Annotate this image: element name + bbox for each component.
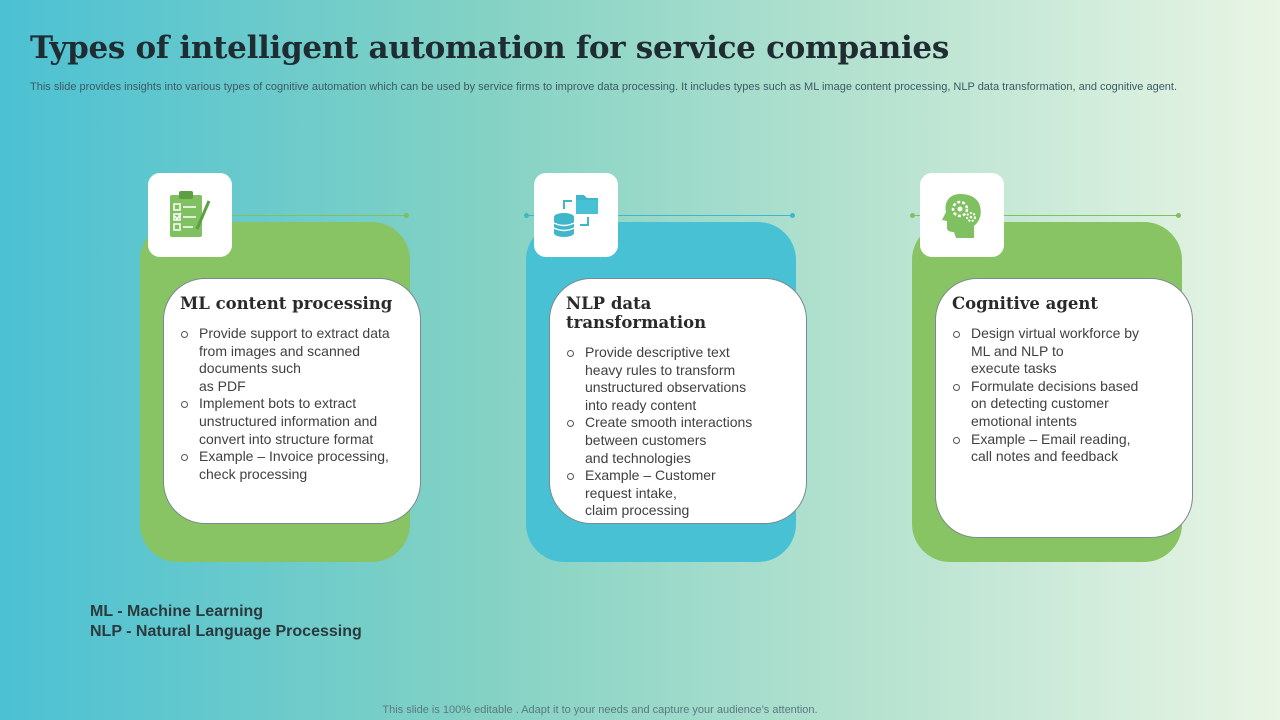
card-points: Design virtual workforce by ML and NLP t…: [952, 325, 1176, 466]
card-panel: ML content processing Provide support to…: [163, 278, 421, 524]
icon-box: [920, 173, 1004, 257]
card-panel: Cognitive agent Design virtual workforce…: [935, 278, 1193, 538]
list-item: Example – Customer request intake, claim…: [566, 467, 790, 520]
database-folder-transfer-icon: [553, 195, 598, 237]
list-item: Example – Email reading, call notes and …: [952, 431, 1176, 466]
connector-line: [232, 215, 407, 216]
head-gear-brain-icon: [942, 194, 981, 238]
connector-dot: [790, 213, 795, 218]
connector-dot: [404, 213, 409, 218]
card-heading: NLP data transformation: [566, 294, 707, 332]
connector-dot: [1176, 213, 1181, 218]
list-item: Provide support to extract data from ima…: [180, 325, 404, 395]
card-heading: ML content processing: [180, 294, 393, 313]
card-points: Provide support to extract data from ima…: [180, 325, 404, 483]
footer-note: This slide is 100% editable . Adapt it t…: [382, 704, 818, 716]
connector-line: [913, 215, 1181, 216]
list-item: Provide descriptive text heavy rules to …: [566, 344, 790, 414]
card-heading: Cognitive agent: [952, 294, 1099, 313]
icon-box: [534, 173, 618, 257]
card-nlp-data-transformation: NLP data transformation Provide descript…: [524, 172, 814, 567]
connector-line: [527, 215, 795, 216]
page-subtitle: This slide provides insights into variou…: [30, 81, 1178, 93]
list-item: Design virtual workforce by ML and NLP t…: [952, 325, 1176, 378]
card-ml-content-processing: ML content processing Provide support to…: [138, 172, 428, 567]
abbreviation-ml: ML - Machine Learning: [90, 603, 264, 620]
list-item: Create smooth interactions between custo…: [566, 414, 790, 467]
page-title: Types of intelligent automation for serv…: [30, 30, 950, 66]
card-panel: NLP data transformation Provide descript…: [549, 278, 807, 524]
list-item: Formulate decisions based on detecting c…: [952, 378, 1176, 431]
card-cognitive-agent: Cognitive agent Design virtual workforce…: [910, 172, 1200, 567]
icon-box: [148, 173, 232, 257]
abbreviation-nlp: NLP - Natural Language Processing: [90, 622, 362, 640]
card-points: Provide descriptive text heavy rules to …: [566, 344, 790, 520]
connector-dot: [910, 213, 915, 218]
list-item: Example – Invoice processing, check proc…: [180, 448, 404, 483]
abbreviations-legend: ML - Machine Learning NLP - Natural Lang…: [90, 602, 362, 641]
clipboard-checklist-icon: [170, 191, 211, 237]
list-item: Implement bots to extract unstructured i…: [180, 395, 404, 448]
connector-dot: [524, 213, 529, 218]
